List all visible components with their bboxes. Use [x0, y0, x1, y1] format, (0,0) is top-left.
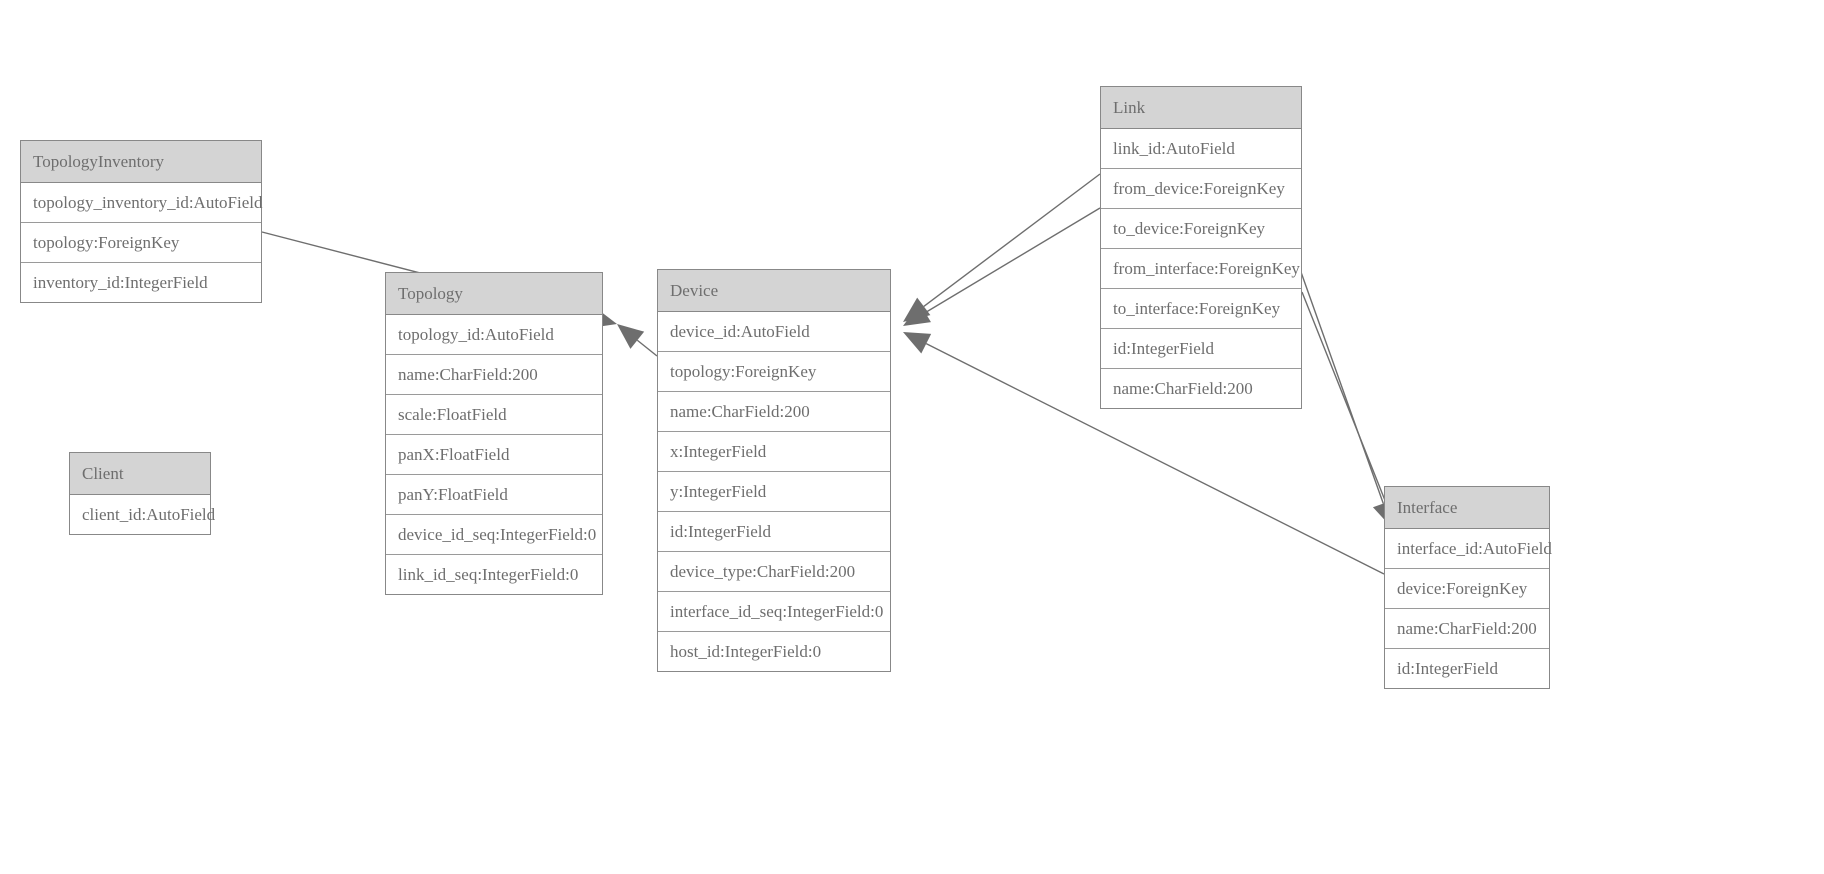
- field-row[interactable]: name:CharField:200: [1385, 609, 1549, 649]
- field-row[interactable]: name:CharField:200: [1113, 379, 1253, 398]
- field-row[interactable]: interface_id_seq:IntegerField:0: [658, 592, 890, 632]
- entity-title-device: Device: [658, 270, 890, 312]
- field-row[interactable]: y:IntegerField: [658, 472, 890, 512]
- entity-title-link: Link: [1101, 87, 1301, 129]
- relationship-line: [1295, 257, 1384, 504]
- relationship-line: [923, 173, 1101, 307]
- entity-fields-client: client_id:AutoField: [70, 495, 216, 534]
- field-row[interactable]: name:CharField:200: [658, 392, 890, 432]
- relationship-line: [924, 207, 1101, 314]
- field-row[interactable]: device_id:AutoField: [658, 312, 890, 352]
- relationship-arrowhead-icon: [903, 332, 932, 354]
- field-row[interactable]: scale:FloatField: [386, 395, 602, 435]
- field-row[interactable]: panY:FloatField: [386, 475, 602, 515]
- entity-client[interactable]: Client client_id:AutoField: [69, 452, 216, 535]
- entity-title-interface: Interface: [1385, 487, 1549, 529]
- rel-link-to-device: [903, 207, 1101, 326]
- relationship-line: [636, 339, 658, 357]
- entity-title-client: Client: [70, 453, 210, 495]
- entity-title-topology: Topology: [386, 273, 602, 315]
- field-row[interactable]: topology_id:AutoField: [386, 315, 602, 355]
- field-row[interactable]: link_id:AutoField: [1101, 129, 1301, 169]
- field-row[interactable]: name:CharField:200: [386, 355, 602, 395]
- rel-link-from-device: [903, 173, 1101, 322]
- rel-device-topology: [617, 324, 658, 357]
- field-row[interactable]: id:IntegerField: [658, 512, 890, 552]
- field-row[interactable]: topology:ForeignKey: [21, 223, 261, 263]
- field-row[interactable]: device_type:CharField:200: [658, 552, 890, 592]
- field-row[interactable]: id:IntegerField: [1101, 329, 1301, 369]
- relationship-arrowhead-icon: [617, 324, 645, 349]
- field-row[interactable]: to_interface:ForeignKey: [1101, 289, 1301, 329]
- field-row[interactable]: link_id_seq:IntegerField:0: [398, 565, 579, 584]
- relationship-arrowhead-icon: [903, 303, 931, 326]
- relationship-line: [1301, 291, 1388, 505]
- field-row[interactable]: panX:FloatField: [386, 435, 602, 475]
- rel-link-to-interface: [1301, 291, 1397, 528]
- field-row[interactable]: host_id:IntegerField:0: [670, 642, 822, 661]
- field-row[interactable]: to_device:ForeignKey: [1101, 209, 1301, 249]
- field-row[interactable]: topology:ForeignKey: [658, 352, 890, 392]
- field-row[interactable]: client_id:AutoField: [82, 505, 216, 524]
- field-row[interactable]: interface_id:AutoField: [1385, 529, 1552, 569]
- field-row[interactable]: topology_inventory_id:AutoField: [21, 183, 263, 223]
- entity-title-topology_inventory: TopologyInventory: [21, 141, 261, 183]
- field-row[interactable]: x:IntegerField: [658, 432, 890, 472]
- field-row[interactable]: id:IntegerField: [1397, 659, 1499, 678]
- field-row[interactable]: from_interface:ForeignKey: [1101, 249, 1301, 289]
- relationship-arrowhead-icon: [903, 297, 931, 322]
- field-row[interactable]: inventory_id:IntegerField: [33, 273, 208, 292]
- field-row[interactable]: from_device:ForeignKey: [1101, 169, 1301, 209]
- field-row[interactable]: device_id_seq:IntegerField:0: [386, 515, 602, 555]
- rel-link-from-interface: [1295, 257, 1394, 528]
- field-row[interactable]: device:ForeignKey: [1385, 569, 1549, 609]
